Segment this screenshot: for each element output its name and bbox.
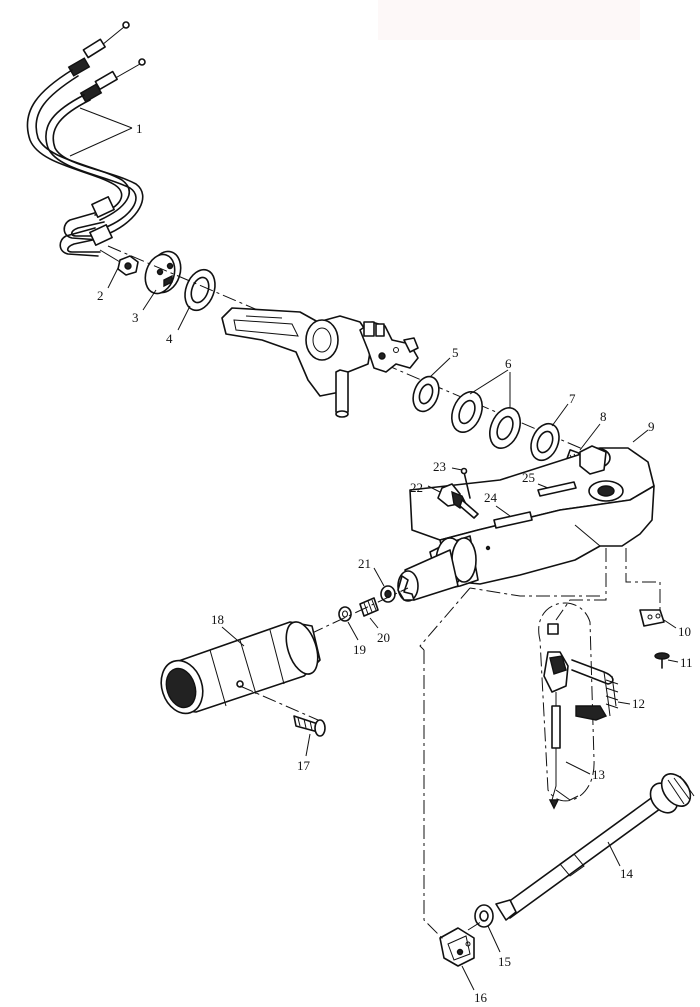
washer-15 bbox=[474, 904, 501, 953]
washer-21 bbox=[373, 567, 396, 603]
label-15: 15 bbox=[498, 954, 511, 969]
throttle-cam bbox=[439, 927, 475, 991]
label-17: 17 bbox=[297, 758, 311, 773]
label-24: 24 bbox=[484, 490, 498, 505]
pin bbox=[451, 467, 471, 499]
nut bbox=[107, 255, 139, 289]
label-25: 25 bbox=[522, 470, 535, 485]
cable-plate bbox=[142, 250, 182, 311]
tiller-grip bbox=[160, 621, 321, 715]
label-19: 19 bbox=[353, 642, 366, 657]
washer-5 bbox=[412, 357, 451, 413]
screw-11 bbox=[654, 652, 679, 669]
label-10: 10 bbox=[678, 624, 691, 639]
label-13: 13 bbox=[592, 767, 605, 782]
label-22: 22 bbox=[410, 480, 423, 495]
label-23: 23 bbox=[433, 459, 446, 474]
steering-bracket bbox=[221, 307, 419, 418]
label-16: 16 bbox=[474, 990, 488, 1005]
stop-switch-assembly bbox=[538, 602, 631, 810]
label-6: 6 bbox=[505, 356, 512, 371]
label-14: 14 bbox=[620, 866, 634, 881]
label-5: 5 bbox=[452, 345, 459, 360]
label-20: 20 bbox=[377, 630, 390, 645]
label-3: 3 bbox=[132, 310, 139, 325]
label-7: 7 bbox=[569, 391, 576, 406]
label-2: 2 bbox=[97, 288, 104, 303]
label-21: 21 bbox=[358, 556, 371, 571]
label-12: 12 bbox=[632, 696, 645, 711]
label-9: 9 bbox=[648, 419, 655, 434]
label-8: 8 bbox=[600, 409, 607, 424]
scan-smudge bbox=[378, 0, 640, 40]
tiller-arm bbox=[397, 429, 655, 602]
washer-19 bbox=[338, 606, 359, 641]
label-18: 18 bbox=[211, 612, 224, 627]
friction-plates bbox=[451, 369, 521, 449]
label-11: 11 bbox=[680, 655, 693, 670]
stop-plate bbox=[639, 609, 677, 629]
throttle-cables bbox=[26, 21, 146, 263]
washer-7 bbox=[530, 403, 569, 462]
grip-screw bbox=[239, 685, 326, 757]
label-1: 1 bbox=[136, 121, 143, 136]
stop-knob bbox=[427, 483, 479, 519]
throttle-shaft bbox=[495, 773, 695, 921]
label-4: 4 bbox=[166, 331, 173, 346]
part-numbers: 1 2 3 4 5 6 7 8 9 10 11 12 13 14 15 16 1… bbox=[97, 121, 693, 1005]
ring-washer bbox=[177, 268, 216, 331]
spring-20 bbox=[359, 597, 379, 629]
